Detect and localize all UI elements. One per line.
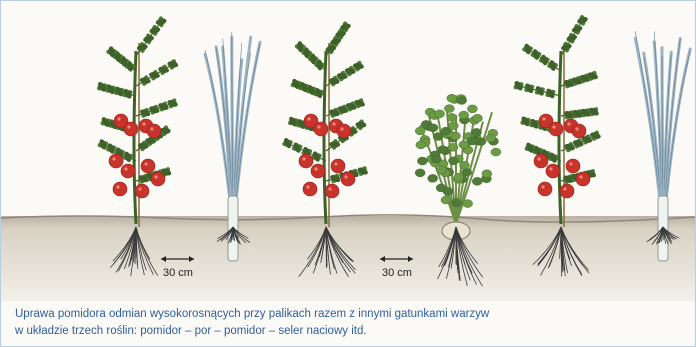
spacing-label-left: 30 cm	[163, 267, 193, 279]
spacing-label-right: 30 cm	[382, 267, 412, 279]
caption-line-2: w układzie trzech roślin: pomidor – por …	[15, 323, 675, 340]
caption-line-1: Uprawa pomidora odmian wysokorosnących p…	[15, 306, 675, 323]
figure-caption: Uprawa pomidora odmian wysokorosnących p…	[15, 306, 675, 340]
plant-row-illustration	[1, 1, 695, 301]
soil-band	[1, 216, 695, 301]
